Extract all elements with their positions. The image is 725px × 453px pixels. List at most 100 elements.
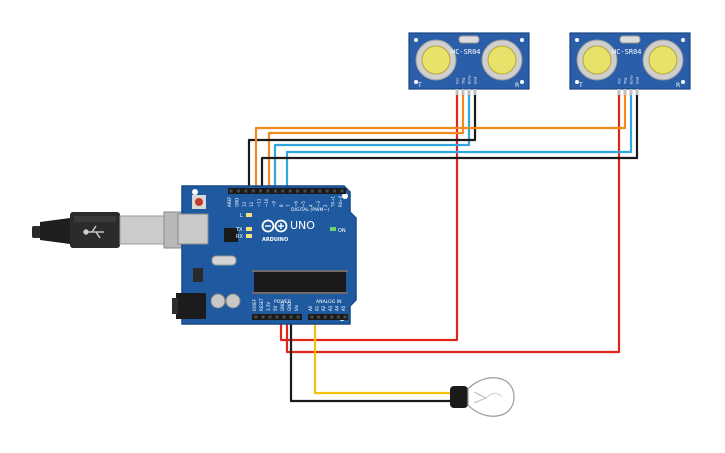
analog-pin-label: A2: [321, 305, 326, 311]
analog-pin[interactable]: [317, 315, 321, 319]
power-pin-label: 3.3V: [266, 302, 271, 311]
arduino-board[interactable]: L TX RX ON ARDUINO UNO DIGITAL (PWM~) AR…: [172, 185, 357, 325]
power-pin[interactable]: [261, 315, 265, 319]
tx-led-label: TX: [235, 227, 243, 233]
digital-pin-label: 8: [279, 204, 284, 207]
sensor-2-model: HC-SR04: [612, 48, 642, 56]
receiver-transducer: [481, 39, 523, 81]
wire-s1-echo[interactable]: [273, 95, 471, 194]
digital-pin-label: ~9: [271, 201, 276, 207]
sensor-1-r-mark: R: [515, 82, 519, 89]
sensor-pin-label: Gnd: [474, 77, 478, 84]
power-pin[interactable]: [268, 315, 272, 319]
analog-pin[interactable]: [343, 315, 347, 319]
digital-pin-label: 12: [249, 201, 254, 207]
wire-s2-gnd[interactable]: [260, 95, 639, 194]
wire-s1-trig[interactable]: [267, 95, 465, 194]
sensor-pin-label: Vcc: [618, 78, 622, 84]
sensor-pin-label: Echo: [630, 75, 634, 84]
analog-pins: [310, 315, 347, 319]
digital-pin[interactable]: [266, 189, 270, 193]
power-pin-label: RESET: [259, 298, 264, 311]
wire-s1-gnd[interactable]: [247, 95, 477, 194]
wire-s2-trig[interactable]: [254, 95, 627, 194]
digital-pin[interactable]: [229, 189, 233, 193]
digital-pin[interactable]: [310, 189, 314, 193]
brand-label: ARDUINO: [262, 237, 288, 243]
wire-s1-vcc[interactable]: [279, 95, 459, 342]
power-pin-label: GND: [280, 302, 285, 311]
wire-lamp-gnd[interactable]: [289, 314, 451, 403]
sensor-pin[interactable]: [461, 89, 465, 95]
digital-pin[interactable]: [333, 189, 337, 193]
digital-pin-label: ~5: [301, 201, 306, 207]
analog-pin[interactable]: [310, 315, 314, 319]
power-pin[interactable]: [275, 315, 279, 319]
power-label: POWER: [274, 299, 292, 305]
power-pin-label: IOREF: [252, 298, 257, 311]
digital-pin-label: TX→1: [331, 195, 336, 208]
digital-pin[interactable]: [325, 189, 329, 193]
sensor-pin-label: Trig: [462, 78, 466, 85]
digital-pin[interactable]: [251, 189, 255, 193]
digital-pin[interactable]: [318, 189, 322, 193]
digital-pin-label: RX←0: [338, 195, 343, 207]
power-pin[interactable]: [296, 315, 300, 319]
on-led-label: ON: [338, 228, 346, 234]
digital-pin-label: ~3: [316, 201, 321, 207]
digital-pin[interactable]: [303, 189, 307, 193]
analog-pin-label: A4: [334, 305, 339, 311]
analog-pin[interactable]: [336, 315, 340, 319]
sensor-pin[interactable]: [629, 89, 633, 95]
power-pins: [254, 315, 300, 319]
sensor-1-model: HC-SR04: [451, 48, 481, 56]
sensor-pin[interactable]: [473, 89, 477, 95]
sensor-1-pins: [455, 89, 477, 95]
sensor-pin[interactable]: [623, 89, 627, 95]
digital-pin-label: 2: [323, 204, 328, 207]
digital-pin[interactable]: [259, 189, 263, 193]
sensor-pin[interactable]: [617, 89, 621, 95]
digital-pin[interactable]: [296, 189, 300, 193]
rx-led-label: RX: [236, 234, 243, 240]
sensor-pin[interactable]: [455, 89, 459, 95]
digital-pin[interactable]: [244, 189, 248, 193]
digital-label: DIGITAL (PWM~): [291, 207, 329, 213]
digital-pin-label: ~11: [257, 198, 262, 207]
digital-pin[interactable]: [288, 189, 292, 193]
power-pin-label: Vin: [294, 304, 299, 311]
power-pin[interactable]: [282, 315, 286, 319]
digital-pin-label: 13: [242, 201, 247, 207]
power-pin[interactable]: [289, 315, 293, 319]
digital-pin[interactable]: [281, 189, 285, 193]
crystal: [458, 35, 480, 44]
sensor-pin[interactable]: [467, 89, 471, 95]
digital-pin[interactable]: [340, 189, 344, 193]
power-pin[interactable]: [254, 315, 258, 319]
wire-s2-echo[interactable]: [285, 95, 633, 194]
analog-pin-label: A0: [308, 305, 313, 311]
digital-pin-label: 7: [286, 204, 291, 207]
usb-cable[interactable]: [32, 211, 195, 249]
digital-pin-label: GND: [234, 198, 239, 207]
wire-s2-vcc[interactable]: [285, 95, 621, 354]
analog-pin[interactable]: [323, 315, 327, 319]
analog-pin-label: A1: [315, 305, 320, 311]
digital-pins: [229, 189, 344, 193]
light-bulb-icon[interactable]: [450, 377, 515, 417]
sensor-pin-label: Echo: [468, 75, 472, 84]
digital-pin[interactable]: [273, 189, 277, 193]
transmitter-transducer: [415, 39, 457, 81]
power-jack[interactable]: [176, 293, 206, 319]
sensor-pin[interactable]: [635, 89, 639, 95]
microcontroller-chip: [254, 272, 346, 292]
digital-pin[interactable]: [236, 189, 240, 193]
wires: [247, 95, 639, 403]
analog-pin[interactable]: [330, 315, 334, 319]
